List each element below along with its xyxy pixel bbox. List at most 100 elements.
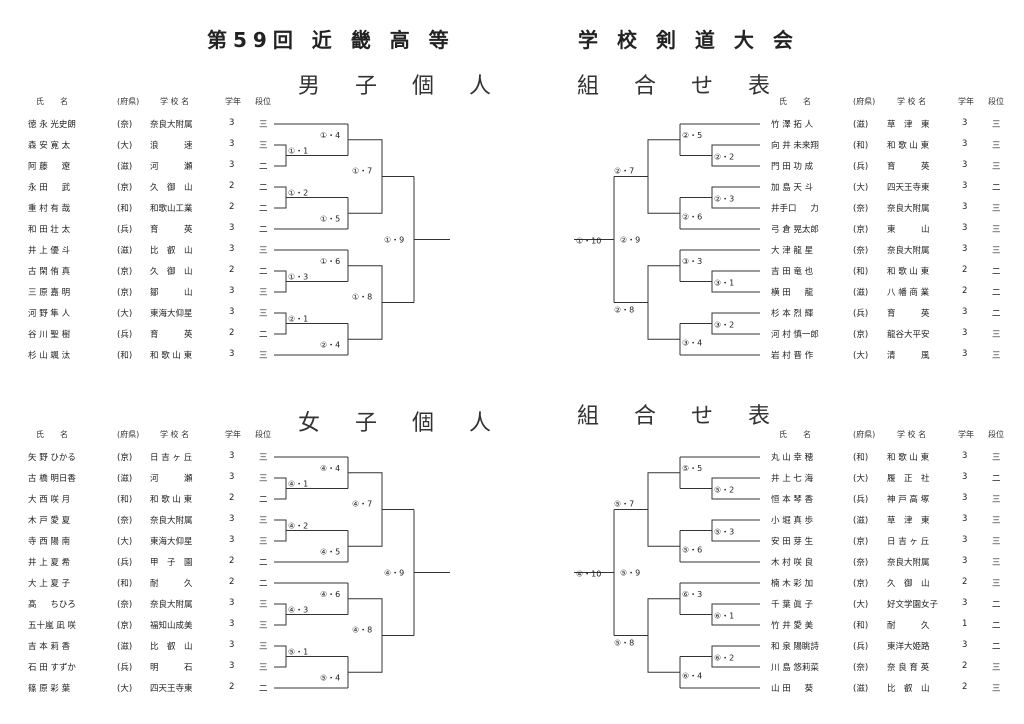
bout-label: ④・3 — [288, 606, 308, 615]
entry-pref: (大) — [117, 537, 133, 547]
entry-school: 比 叡 山 — [887, 684, 930, 694]
entry-school: 和 歌 山 東 — [887, 267, 930, 277]
bout-label: ①・6 — [320, 257, 340, 266]
bracket-line — [647, 598, 680, 673]
entry-grade: 3 — [229, 451, 235, 461]
entry-pref: (和) — [853, 141, 869, 151]
bout-label: ②・1 — [288, 315, 308, 324]
entry-dan: 三 — [259, 663, 268, 673]
entry-pref: (奈) — [117, 600, 133, 610]
header-name: 氏 名 — [36, 430, 68, 439]
entry-school: 和 歌 山 東 — [887, 453, 930, 463]
entry-name: 五十嵐 凪 咲 — [28, 621, 76, 631]
bout-label: ⑤・4 — [320, 673, 340, 682]
entry-dan: 三 — [992, 162, 1001, 172]
bout-label: ①・5 — [320, 214, 340, 223]
entry-name: 河 野 隼 人 — [28, 309, 71, 319]
entry-dan: 三 — [992, 246, 1001, 256]
entry-pref: (和) — [853, 621, 869, 631]
header-dan: 段位 — [255, 97, 271, 106]
entry-pref: (京) — [117, 453, 133, 463]
entry-pref: (兵) — [853, 495, 869, 505]
entry-grade: 3 — [229, 535, 235, 545]
bout-label: ⑥・2 — [714, 654, 734, 663]
entry-pref: (大) — [853, 600, 869, 610]
entry-grade: 3 — [229, 619, 235, 629]
entry-school: 比 叡 山 — [150, 246, 193, 256]
entry-school: 四天王寺東 — [887, 183, 930, 193]
entry-grade: 3 — [229, 661, 235, 671]
entry-name: 古 閑 侑 真 — [28, 267, 71, 277]
entry-name: 弓 倉 晃太郎 — [771, 225, 819, 235]
entry-name: 和 田 壮 太 — [28, 225, 71, 235]
entry-grade: 3 — [962, 451, 968, 461]
entry-dan: 三 — [992, 351, 1001, 361]
entry-grade: 2 — [962, 577, 968, 587]
entry-school: 奈良大附属 — [150, 120, 193, 130]
bout-label: ②・8 — [614, 306, 634, 315]
entry-name: 向 井 未来翔 — [771, 141, 819, 151]
bout-label: ①・3 — [288, 273, 308, 282]
entry-grade: 3 — [229, 640, 235, 650]
entry-name: 重 村 有 哉 — [28, 204, 71, 214]
entry-pref: (奈) — [853, 558, 869, 568]
entry-name: 寺 西 陽 南 — [28, 537, 71, 547]
header-dan: 段位 — [988, 97, 1004, 106]
entry-school: 東洋大姫路 — [887, 642, 930, 652]
entry-pref: (和) — [117, 204, 133, 214]
entry-grade: 3 — [962, 514, 968, 524]
entry-name: 竹 井 愛 美 — [771, 621, 814, 631]
entry-dan: 二 — [992, 288, 1001, 298]
entry-school: 耐 久 — [887, 621, 930, 631]
bout-label: ③・2 — [714, 321, 734, 330]
section-subtitle: 組 合 せ 表 — [577, 74, 784, 99]
entry-grade: 3 — [962, 598, 968, 608]
entry-dan: 三 — [259, 474, 268, 484]
bout-label: ①・8 — [352, 293, 372, 302]
bout-label: ①・7 — [352, 167, 372, 176]
entry-name: 河 村 慎一郎 — [771, 330, 819, 340]
entry-pref: (奈) — [853, 246, 869, 256]
entry-name: 井 上 夏 希 — [28, 558, 71, 568]
entry-dan: 二 — [259, 267, 268, 277]
entry-school: 履 正 社 — [887, 474, 930, 484]
bracket-line — [274, 144, 287, 167]
entry-school: 奈良大附属 — [887, 204, 930, 214]
entry-name: 門 田 功 成 — [771, 162, 814, 172]
entry-grade: 2 — [229, 265, 235, 275]
entry-name: 杉 本 烈 輝 — [771, 309, 814, 319]
entry-dan: 二 — [259, 558, 268, 568]
entry-name: 三 原 嘉 明 — [28, 288, 71, 298]
entry-grade: 2 — [229, 682, 235, 692]
entry-grade: 3 — [229, 118, 235, 128]
bracket-line — [274, 603, 287, 626]
bracket-line — [348, 472, 383, 547]
bout-label: ①・10 — [576, 237, 601, 246]
entry-dan: 三 — [259, 120, 268, 130]
entry-grade: 2 — [229, 328, 235, 338]
entry-dan: 二 — [259, 684, 268, 694]
entry-grade: 3 — [962, 181, 968, 191]
entry-dan: 三 — [259, 288, 268, 298]
entry-dan: 三 — [259, 453, 268, 463]
section-subtitle: 男 子 個 人 — [298, 74, 505, 99]
bout-label: ①・1 — [288, 147, 308, 156]
bout-label: ⑤・5 — [682, 464, 702, 473]
entry-school: 奈 良 育 英 — [887, 663, 930, 673]
bout-label: ②・4 — [320, 340, 340, 349]
entry-name: 井 上 七 海 — [771, 474, 814, 484]
entry-name: 徳 永 光史朗 — [28, 120, 76, 130]
entry-school: 浪 速 — [150, 141, 193, 151]
entry-grade: 2 — [962, 265, 968, 275]
entry-name: 竹 澤 拓 人 — [771, 120, 814, 130]
entry-pref: (大) — [117, 141, 133, 151]
entry-grade: 3 — [962, 307, 968, 317]
entry-school: 東海大仰星 — [150, 309, 193, 319]
bout-label: ④・1 — [288, 480, 308, 489]
entry-grade: 3 — [229, 514, 235, 524]
entry-dan: 三 — [259, 537, 268, 547]
entry-pref: (和) — [117, 579, 133, 589]
entry-pref: (和) — [853, 267, 869, 277]
entry-pref: (奈) — [117, 120, 133, 130]
entry-grade: 3 — [962, 640, 968, 650]
